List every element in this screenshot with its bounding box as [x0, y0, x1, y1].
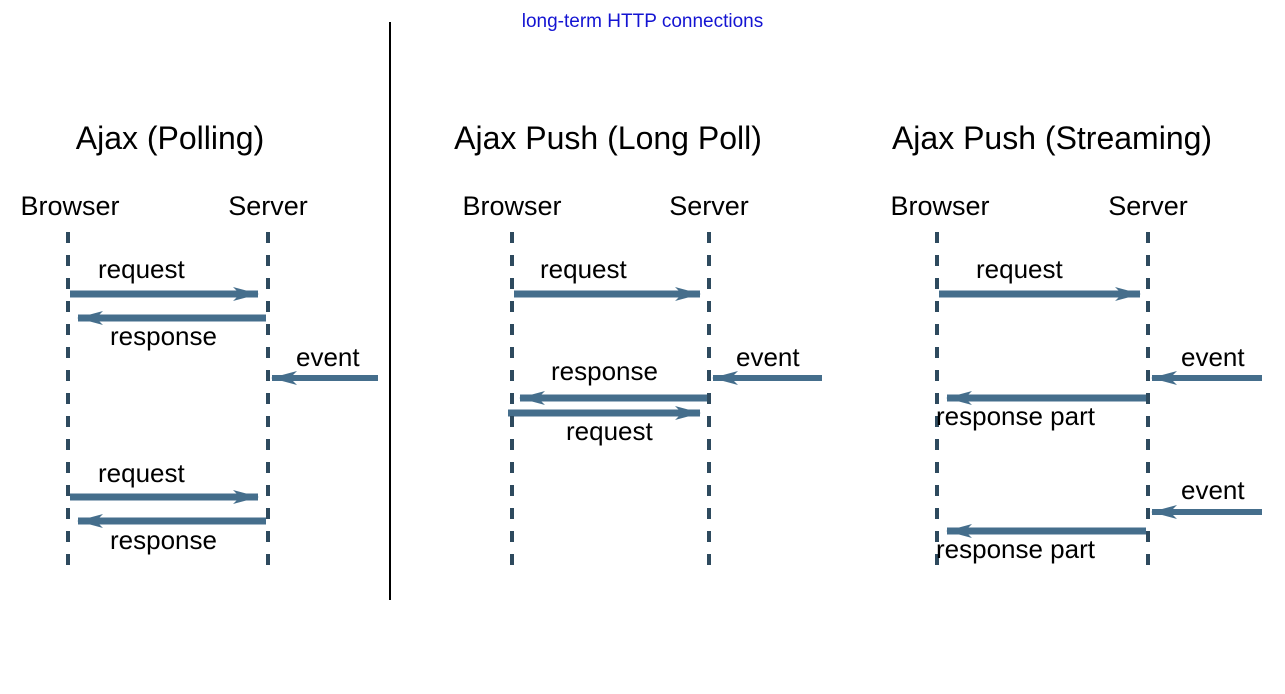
actor-label-server: Server: [669, 191, 749, 221]
actor-label-browser: Browser: [462, 191, 562, 221]
message-label-event-2: event: [1181, 475, 1245, 505]
message-label-event-1: event: [1181, 342, 1245, 372]
message-label-event-1: event: [736, 342, 800, 372]
message-label-request-1: request: [976, 254, 1063, 284]
actor-label-browser: Browser: [20, 191, 120, 221]
message-label-response-1: response: [110, 321, 217, 351]
lifeline-browser: [935, 232, 939, 574]
panel-ajax-push-streaming: Ajax Push (Streaming) Browser Server req…: [832, 0, 1285, 694]
message-label-request-2: request: [566, 416, 653, 446]
lifeline-server: [266, 232, 270, 574]
message-label-request-2: request: [98, 458, 185, 488]
actor-label-server: Server: [1108, 191, 1188, 221]
diagram-header-title: long-term HTTP connections: [521, 11, 764, 32]
message-label-response-part-1: response part: [936, 401, 1095, 431]
panel-title-ajax-push-streaming: Ajax Push (Streaming): [891, 120, 1213, 156]
lifeline-browser: [510, 232, 514, 574]
panel-ajax-polling: Ajax (Polling) Browser Server request re…: [0, 0, 389, 694]
message-label-event-1: event: [296, 342, 360, 372]
lifeline-browser: [66, 232, 70, 574]
message-label-response-part-2: response part: [936, 534, 1095, 564]
message-label-response-1: response: [551, 356, 658, 386]
message-label-request-1: request: [98, 254, 185, 284]
panel-divider: [389, 22, 391, 600]
panel-ajax-push-long-poll: Ajax Push (Long Poll) Browser Server req…: [392, 0, 832, 694]
panel-title-ajax-polling: Ajax (Polling): [75, 120, 265, 156]
lifeline-server: [707, 232, 711, 574]
actor-label-browser: Browser: [890, 191, 990, 221]
lifeline-server: [1146, 232, 1150, 574]
message-label-response-2: response: [110, 525, 217, 555]
actor-label-server: Server: [228, 191, 308, 221]
message-label-request-1: request: [540, 254, 627, 284]
panel-title-ajax-push-long-poll: Ajax Push (Long Poll): [454, 120, 762, 156]
